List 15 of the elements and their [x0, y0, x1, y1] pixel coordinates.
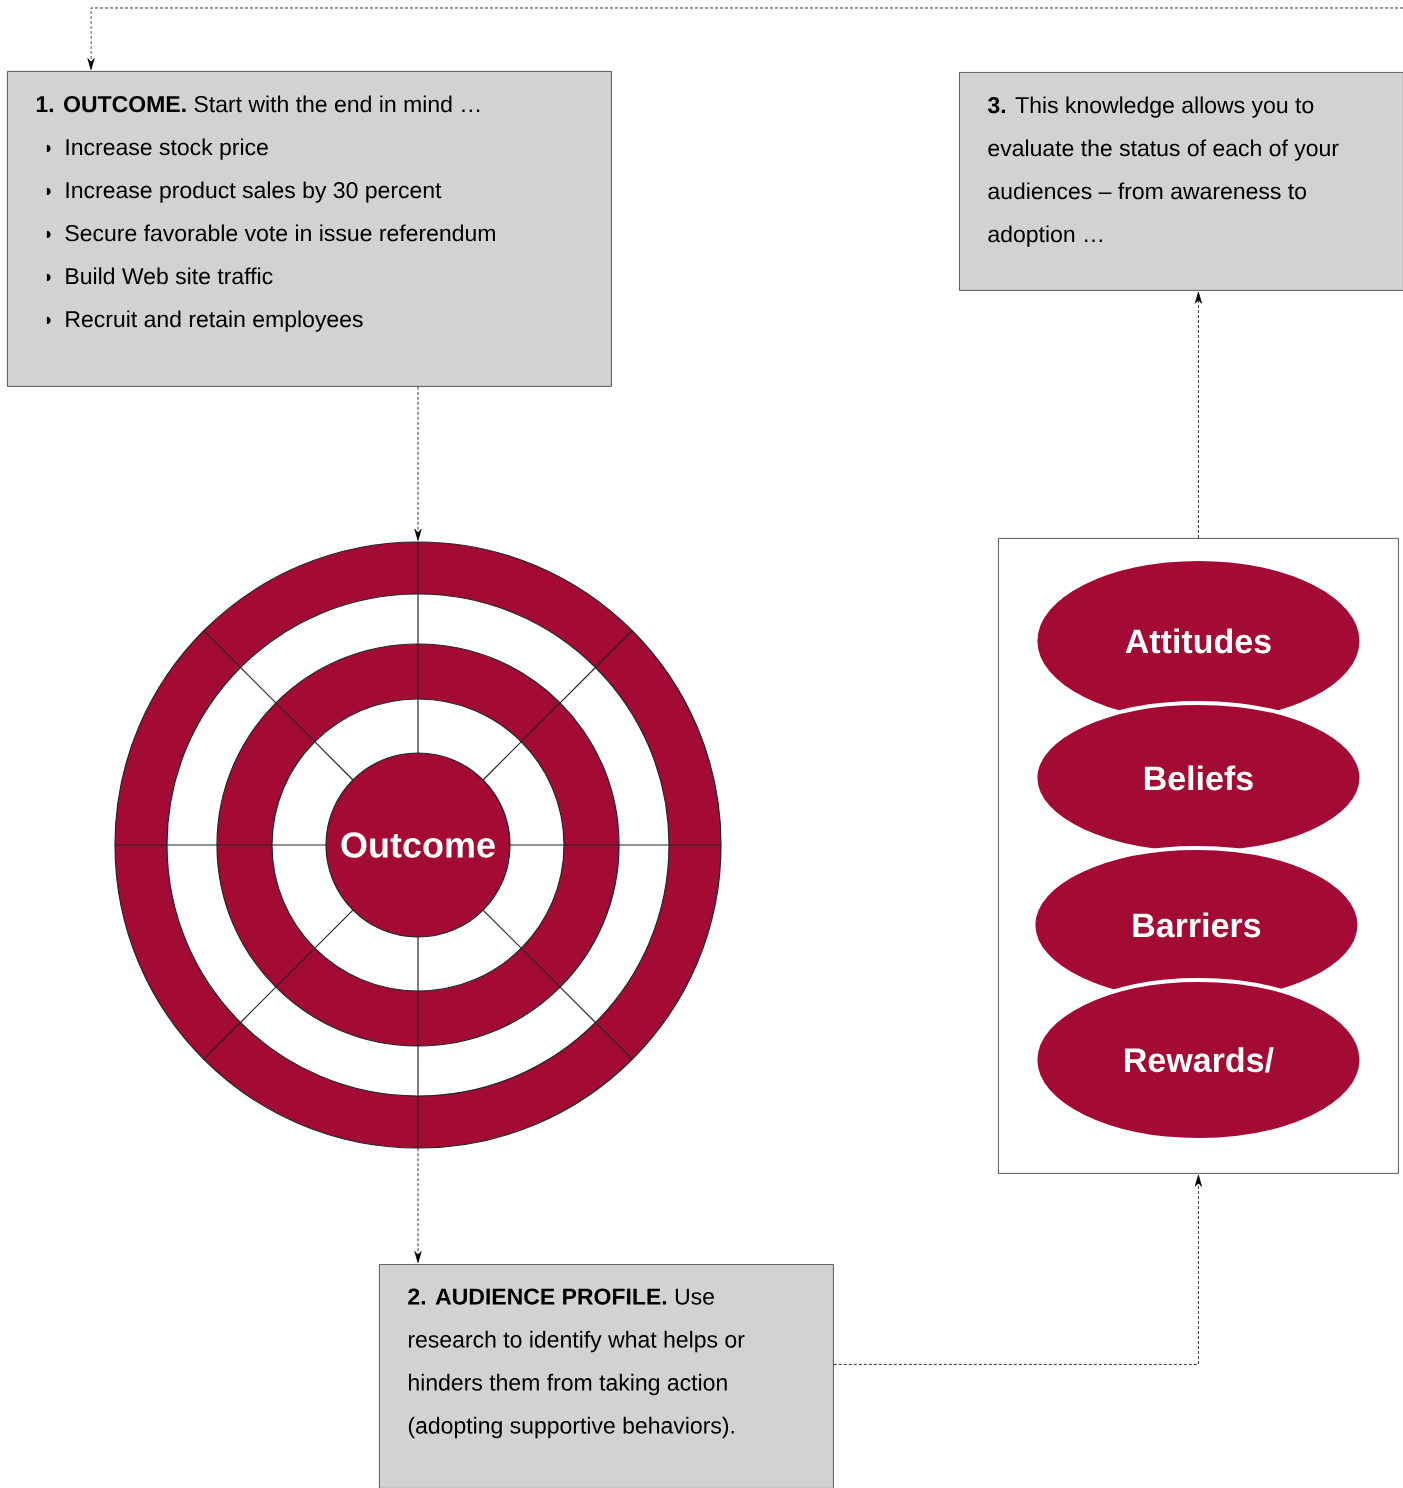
target-label: Outcome: [341, 832, 495, 858]
arrow: [833, 1174, 1202, 1365]
arrow: [87, 7, 1403, 70]
text-box: 1. OUTCOME. Start with the end in mind … Increase stock price Increase product sales by 30 percent Secure favorable vote in issue referendum Build Web site traffic Recruit and retain employees: [7, 71, 612, 387]
arrow: [414, 1147, 422, 1263]
panel-box: [998, 538, 1399, 1174]
oval: Rewards/: [1033, 977, 1364, 1142]
oval: Beliefs: [1033, 700, 1364, 855]
arrow: [1194, 291, 1202, 539]
oval: Attitudes: [1033, 556, 1364, 725]
oval: Barriers: [1031, 845, 1362, 1004]
target-drawing: [114, 541, 722, 1149]
arrow: [414, 386, 422, 541]
text-box: 3. This knowledge allows you to evaluate the status of each of your audiences – from awareness to adoption …: [959, 72, 1403, 291]
text-box: 2. AUDIENCE PROFILE. Use research to identify what helps or hinders them from taking action (adopting supportive behaviors).: [379, 1264, 834, 1488]
